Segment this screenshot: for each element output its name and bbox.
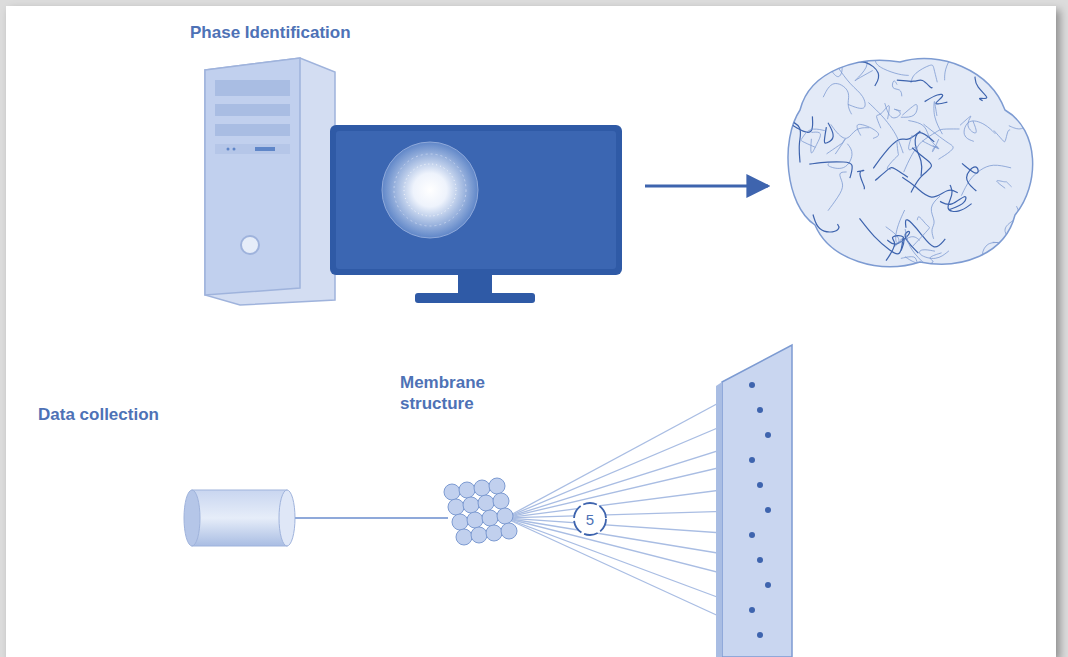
- callout-circle: 5: [572, 501, 608, 537]
- step-label: Data collection: [38, 404, 238, 425]
- diffraction-spots: [749, 382, 771, 638]
- detector-plate: [716, 345, 792, 657]
- beam-source: [184, 490, 295, 546]
- x-ray-beam: [295, 517, 448, 519]
- step-label: Membrane structure: [400, 372, 530, 414]
- callout-number: 5: [586, 511, 594, 528]
- computer-tower: [205, 58, 335, 305]
- protein-structure: [780, 38, 1052, 300]
- flow-arrow: [645, 185, 768, 188]
- membrane-crystal: [444, 478, 517, 545]
- monitor: [330, 125, 622, 303]
- title: Phase Identification: [190, 22, 351, 43]
